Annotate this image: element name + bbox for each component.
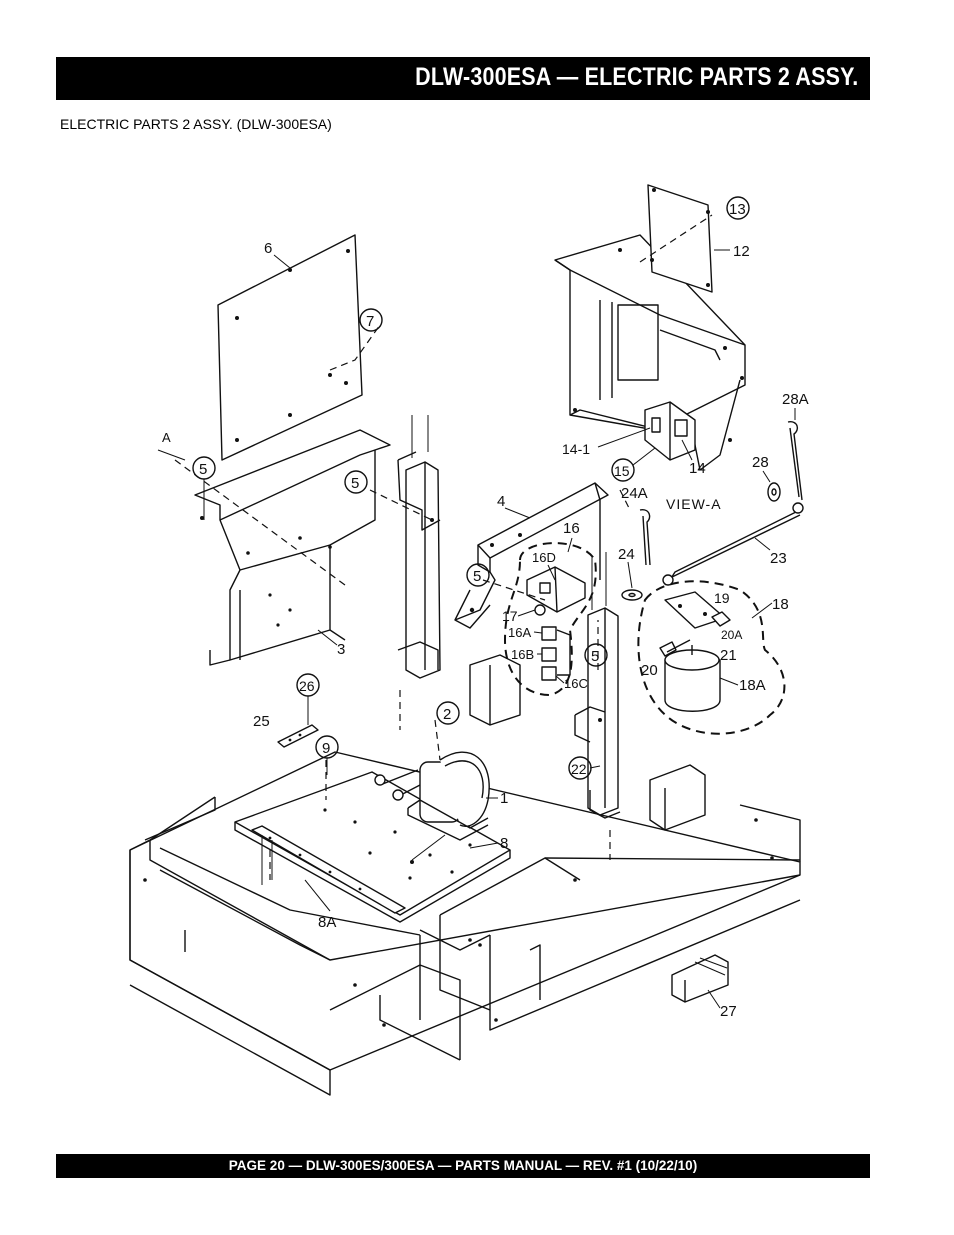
callout-19: 19 (714, 590, 730, 606)
washer-28 (767, 482, 781, 502)
strip-25 (277, 724, 319, 748)
assy-16 (503, 542, 597, 697)
callout-16B: 16B (511, 647, 534, 662)
callout-8A: 8A (318, 914, 336, 931)
callout-5d: 5 (591, 648, 599, 665)
callout-6: 6 (264, 240, 272, 257)
diagram-subtitle: ELECTRIC PARTS 2 ASSY. (DLW-300ESA) (60, 116, 332, 132)
callout-16A: 16A (508, 625, 531, 640)
callout-5b: 5 (351, 475, 359, 492)
rod-23 (662, 502, 804, 586)
callout-16: 16 (563, 520, 580, 537)
callout-1: 1 (500, 790, 508, 807)
callouts: 13 12 6 7 A 5 5 4 5 16 16D 17 16A 16B 16… (157, 196, 809, 1020)
callout-15: 15 (614, 463, 630, 479)
callout-21: 21 (720, 647, 737, 664)
callout-9: 9 (322, 740, 330, 757)
callout-A: A (162, 430, 171, 445)
callout-20: 20 (641, 662, 658, 679)
callout-16C: 16C (564, 676, 588, 691)
connector-27 (671, 954, 729, 1003)
callout-28A: 28A (782, 391, 809, 408)
leader-lines (174, 459, 631, 880)
post-left (397, 415, 441, 679)
bracket-4 (454, 482, 609, 629)
pin-24A (639, 509, 651, 566)
callout-18: 18 (772, 596, 789, 613)
page-title: DLW-300ESA — ELECTRIC PARTS 2 ASSY. (414, 63, 858, 91)
panel-12 (639, 184, 713, 293)
callout-13: 13 (729, 201, 746, 218)
callout-3: 3 (337, 641, 345, 658)
bracket-right (649, 764, 706, 831)
callout-24A: 24A (621, 485, 648, 502)
rail-8A (251, 825, 406, 914)
callout-8: 8 (500, 835, 508, 852)
callout-7: 7 (366, 313, 374, 330)
callout-5a: 5 (199, 461, 207, 478)
callout-17: 17 (502, 608, 518, 624)
assy-18 (637, 580, 786, 735)
callout-5c: 5 (473, 568, 481, 585)
callout-12: 12 (733, 243, 750, 260)
callout-26: 26 (299, 678, 315, 694)
bracket-middle (469, 654, 521, 726)
callout-24: 24 (618, 546, 635, 563)
callout-18A: 18A (739, 677, 766, 694)
footer-bar: PAGE 20 — DLW-300ES/300ESA — PARTS MANUA… (56, 1154, 870, 1178)
callout-14: 14 (689, 460, 706, 477)
pin-28A (787, 421, 803, 501)
callout-28: 28 (752, 454, 769, 471)
base-frame (129, 751, 801, 1096)
post-right (574, 552, 621, 819)
callout-20A: 20A (721, 628, 742, 642)
callout-2: 2 (443, 706, 451, 723)
callout-14-1: 14-1 (562, 441, 590, 457)
callout-view-a: VIEW-A (666, 496, 722, 512)
callout-22: 22 (571, 761, 587, 777)
washer-24 (621, 589, 643, 601)
panel-6 (217, 234, 381, 461)
callout-4: 4 (497, 493, 505, 510)
callout-23: 23 (770, 550, 787, 567)
header-bar: DLW-300ESA — ELECTRIC PARTS 2 ASSY. (56, 57, 870, 100)
callout-16D: 16D (532, 550, 556, 565)
bracket-3 (194, 429, 391, 666)
terminal-block-14 (644, 401, 696, 461)
unit-1 (374, 751, 490, 841)
callout-25: 25 (253, 713, 270, 730)
callout-27: 27 (720, 1003, 737, 1020)
